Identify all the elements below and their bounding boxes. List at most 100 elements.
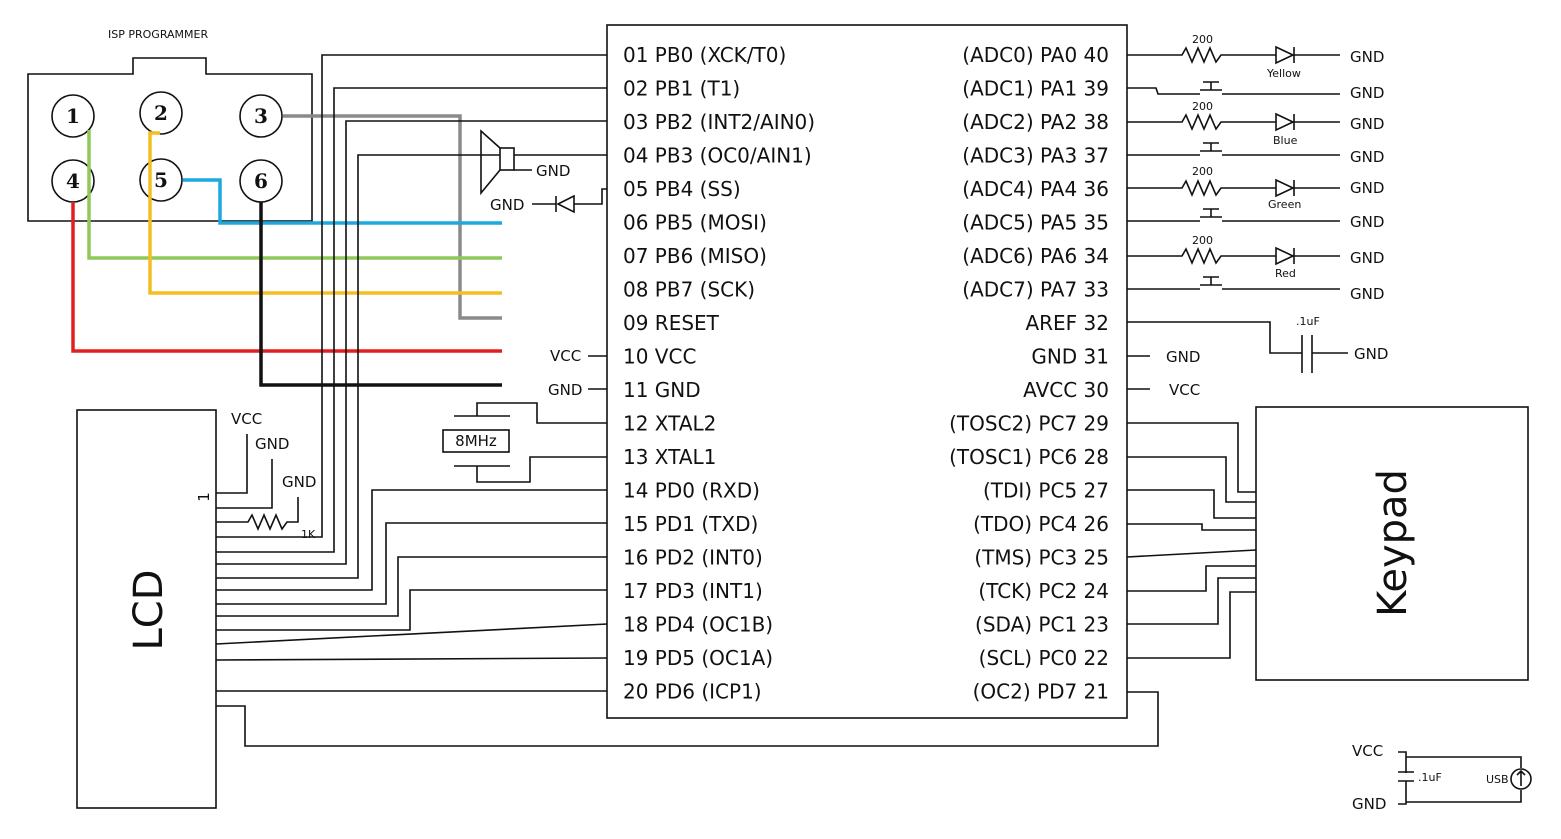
svg-text:200: 200 [1192,33,1213,46]
svg-text:2: 2 [154,101,168,125]
svg-text:GND: GND [1166,348,1200,366]
mcu-right-pin-27: (TDI) PC5 27 [983,479,1109,503]
speaker-icon [499,147,515,171]
keypad-wires [1126,422,1257,659]
svg-text:Blue: Blue [1273,134,1298,147]
mcu-left-pin-4: 04 PB3 (OC0/AIN1) [623,144,812,168]
power-pins-right: GND VCC [1127,348,1200,399]
mcu-right-pin-22: (SCL) PC0 22 [979,646,1109,670]
svg-text:GND: GND [1350,285,1384,303]
mcu-left-pin-18: 18 PD4 (OC1B) [623,613,773,637]
led-blue-branch: 200 Blue GND [1127,100,1384,147]
mcu-left-pin-19: 19 PD5 (OC1A) [623,646,773,670]
led-icon [1275,178,1295,198]
isp-wire-gnd [259,202,502,387]
mcu-left-pin-1: 01 PB0 (XCK/T0) [623,43,786,67]
mcu-left-pin-3: 03 PB2 (INT2/AIN0) [623,110,815,134]
mcu-right-pin-23: (SDA) PC1 23 [975,613,1109,637]
svg-text:.1uF: .1uF [1418,771,1442,784]
lcd-data-wires-bottom [215,489,1159,747]
isp-pin-6: 6 [239,159,283,203]
svg-text:GND: GND [1350,84,1384,102]
svg-text:GND: GND [490,196,524,214]
isp-pin-5: 5 [139,158,183,202]
svg-text:VCC: VCC [1352,742,1383,760]
atmega-chip [606,24,1128,719]
mcu-left-pin-7: 07 PB6 (MISO) [623,244,767,268]
svg-text:GND: GND [1350,48,1384,66]
mcu-right-pin-24: (TCK) PC2 24 [978,579,1109,603]
keypad-module: Keypad [1255,406,1529,681]
led-icon [1275,45,1295,65]
lcd-body [76,409,217,809]
svg-text:GND: GND [536,162,570,180]
mcu-left-pin-9: 09 RESET [623,311,720,335]
mcu-left-pin-17: 17 PD3 (INT1) [623,579,763,603]
svg-text:GND: GND [255,435,289,453]
svg-text:GND: GND [1354,345,1388,363]
isp-programmer: ISP PROGRAMMER 1 2 3 4 5 6 [27,28,313,222]
mcu-right-pin-30: AVCC 30 [1023,378,1109,402]
svg-text:3: 3 [254,104,268,128]
isp-title: ISP PROGRAMMER [108,28,208,41]
svg-text:Red: Red [1275,267,1296,280]
mcu-right-pin-21: (OC2) PD7 21 [973,680,1109,704]
mcu-left-pin-16: 16 PD2 (INT0) [623,546,763,570]
lcd-module: LCD 1 VCC GND GND 1K [76,409,316,809]
svg-text:GND: GND [548,381,582,399]
svg-text:VCC: VCC [1169,381,1200,399]
mcu-left-pin-15: 15 PD1 (TXD) [623,512,758,536]
keypad-body [1255,406,1529,681]
mcu-left-pin-8: 08 PB7 (SCK) [623,278,755,302]
keypad-label: Keypad [1370,469,1416,617]
mcu-right-pin-39: (ADC1) PA1 39 [962,77,1109,101]
pb4-diode: GND [490,188,607,214]
mcu-right-pin-33: (ADC7) PA7 33 [962,278,1109,302]
diode-icon [556,194,575,214]
mcu-right-pin-36: (ADC4) PA4 36 [962,177,1109,201]
led-icon [1275,112,1295,132]
mcu-left-pins: 01 PB0 (XCK/T0) 02 PB1 (T1) 03 PB2 (INT2/A… [623,43,815,704]
svg-text:200: 200 [1192,234,1213,247]
svg-text:GND: GND [1350,115,1384,133]
isp-pin-3: 3 [239,94,283,138]
svg-text:Green: Green [1268,198,1301,211]
mcu-left-pin-20: 20 PD6 (ICP1) [623,680,762,704]
svg-text:GND: GND [1350,213,1384,231]
isp-wire-miso [87,130,502,260]
power-pins-left: VCC GND [548,347,607,399]
isp-pin-4: 4 [51,159,95,203]
svg-text:8MHz: 8MHz [455,432,497,450]
led-icon [1275,246,1295,266]
mcu-left-pin-5: 05 PB4 (SS) [623,177,741,201]
svg-text:GND: GND [1350,179,1384,197]
crystal-icon [442,429,510,453]
mcu-right-pin-35: (ADC5) PA5 35 [962,211,1109,235]
svg-text:GND: GND [1350,148,1384,166]
svg-text:1: 1 [66,104,80,128]
isp-wire-reset [283,114,502,320]
mcu-right-pin-26: (TDO) PC4 26 [973,512,1109,536]
mcu-right-pin-37: (ADC3) PA3 37 [962,144,1109,168]
svg-text:GND: GND [1352,795,1386,813]
mcu-left-pin-11: 11 GND [623,378,701,402]
pushbutton-pa7: GND [1127,276,1384,303]
svg-text:200: 200 [1192,165,1213,178]
mcu-right-pins: (ADC0) PA0 40(ADC1) PA1 39(ADC2) PA2 38(… [949,43,1109,704]
mcu-left-pin-2: 02 PB1 (T1) [623,77,740,101]
svg-text:GND: GND [1350,249,1384,267]
mcu-right-pin-32: AREF 32 [1025,311,1109,335]
aref-capacitor: .1uF GND [1127,315,1388,373]
led-yellow-branch: 200 Yellow GND [1127,33,1384,80]
svg-text:.1uF: .1uF [1296,315,1320,328]
svg-text:VCC: VCC [550,347,581,365]
pushbutton-pa1: GND [1127,81,1384,102]
svg-text:Yellow: Yellow [1266,67,1301,80]
lcd-label: LCD [126,569,172,650]
mcu-right-pin-34: (ADC6) PA6 34 [962,244,1109,268]
svg-text:4: 4 [66,169,80,193]
resistor-1k-label: 1K [301,528,316,541]
pushbutton-pa3: GND [1127,142,1384,166]
